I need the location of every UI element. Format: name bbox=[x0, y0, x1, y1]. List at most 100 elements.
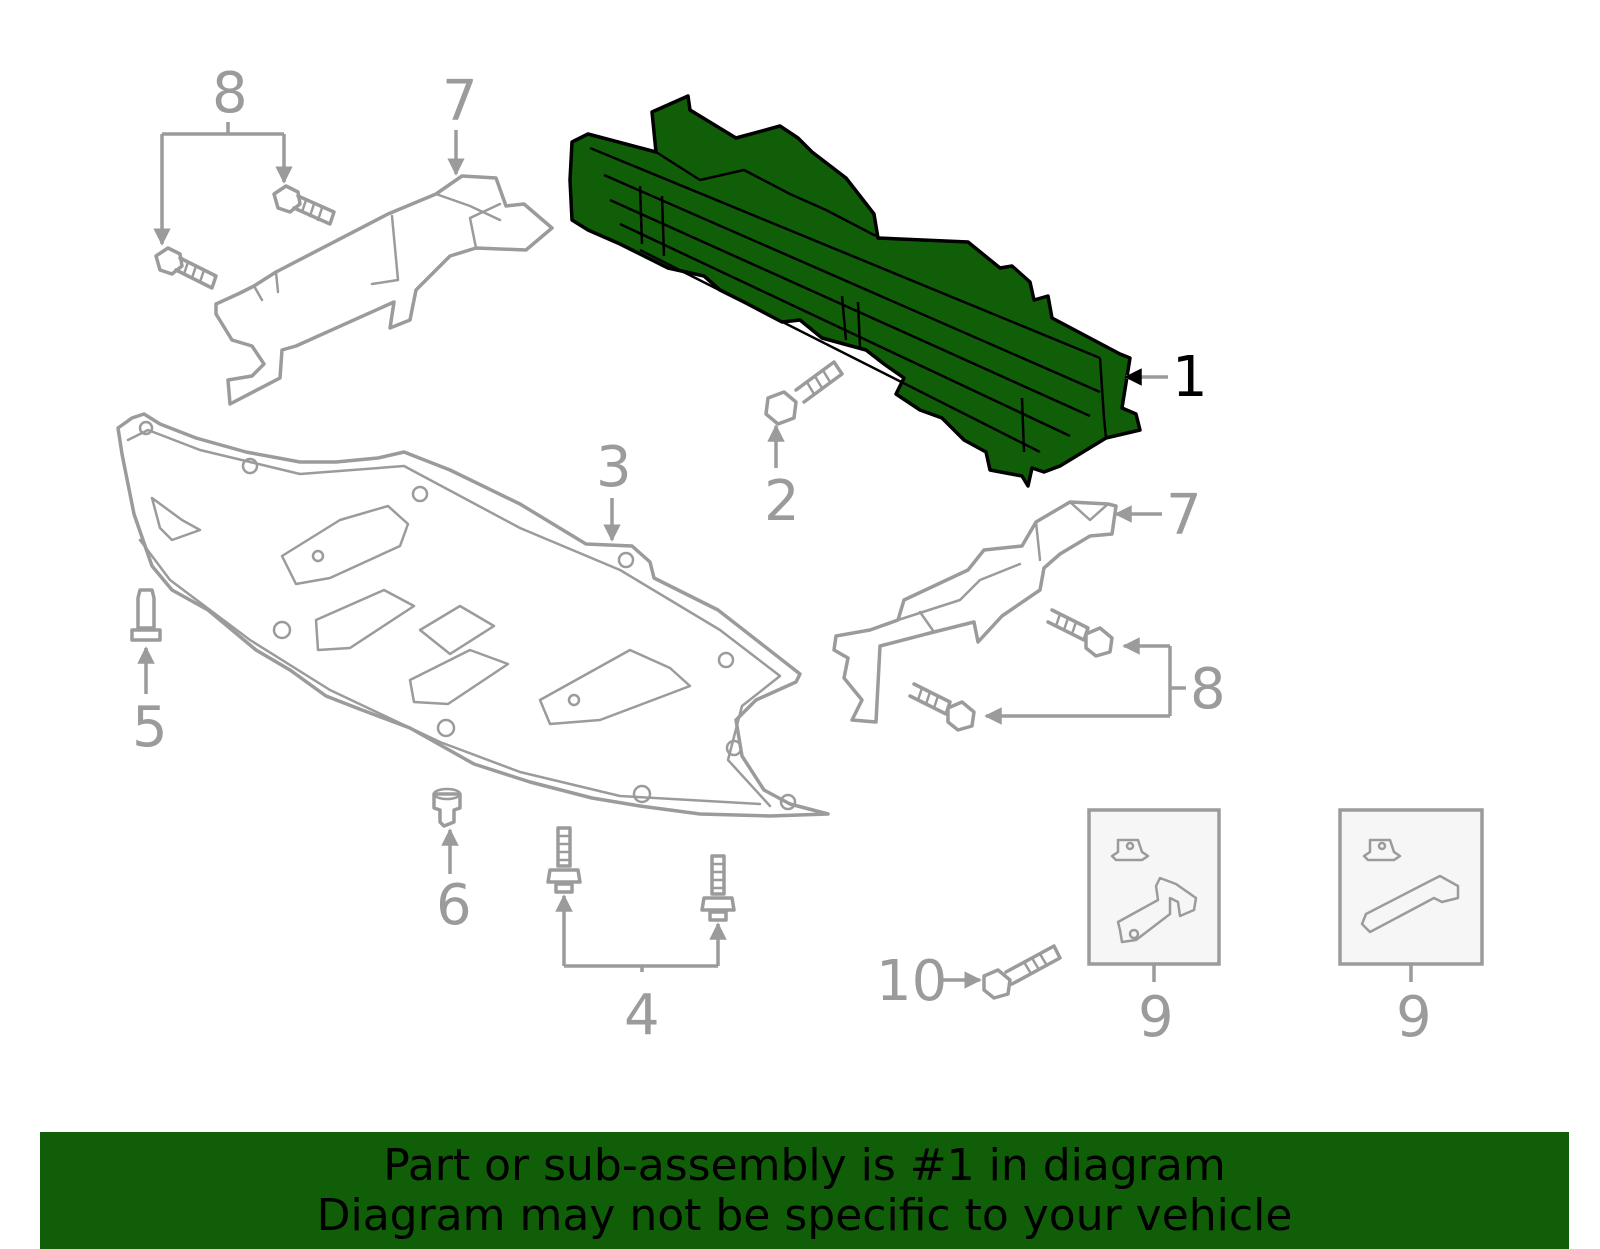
part-1-rib-3 bbox=[840, 295, 848, 341]
bolt-4b-flange bbox=[700, 896, 736, 912]
shield-3-bottom-edge bbox=[138, 538, 762, 806]
part-1-vane-2 bbox=[603, 173, 1101, 394]
part-1-vane-1 bbox=[589, 146, 1101, 360]
part-1-rib-2 bbox=[660, 195, 666, 257]
kit-9-left-nut-hole bbox=[1125, 841, 1135, 851]
stud-5-body bbox=[136, 588, 156, 630]
callout-2: 2 bbox=[764, 469, 800, 534]
bolt-8b-threads bbox=[182, 260, 206, 284]
callout-4: 4 bbox=[624, 983, 660, 1048]
bolt-8a-shank bbox=[292, 194, 336, 226]
part-1-rib-4 bbox=[856, 301, 862, 349]
callout-5: 5 bbox=[132, 695, 168, 760]
bolt-2-head bbox=[764, 390, 798, 426]
kit-box-9-right-frame bbox=[1338, 808, 1484, 966]
leader-lines bbox=[137, 122, 1413, 989]
bolt-part-8-upper-a[interactable] bbox=[272, 184, 336, 226]
shield-3-rib-3 bbox=[408, 648, 510, 706]
bracket-7-lower-outline bbox=[832, 500, 1118, 724]
kit-9-left-bracket bbox=[1116, 876, 1198, 944]
bolt-8d-threads bbox=[916, 686, 940, 710]
bolt-4a-shank bbox=[556, 826, 572, 868]
bolt-part-4-b[interactable] bbox=[700, 854, 736, 922]
kit-box-9-left-frame bbox=[1087, 808, 1221, 966]
bolt-10-head bbox=[982, 968, 1012, 1000]
bolt-4a-flange bbox=[546, 868, 582, 884]
callout-6: 6 bbox=[436, 873, 472, 938]
bolt-4a-head bbox=[554, 882, 574, 894]
clip-6-top bbox=[432, 787, 462, 801]
callout-9-left: 9 bbox=[1138, 985, 1174, 1050]
shield-3-mount-holes bbox=[138, 420, 797, 811]
bolt-8a-head bbox=[272, 184, 302, 214]
bolt-8d-shank bbox=[908, 682, 952, 716]
callout-1: 1 bbox=[1172, 345, 1208, 410]
bracket-part-7-upper[interactable] bbox=[214, 174, 554, 406]
kit-9-right-nut-hole bbox=[1377, 841, 1387, 851]
kit-9-left-nut bbox=[1110, 838, 1150, 862]
bolt-8a-threads bbox=[300, 198, 324, 222]
info-banner: Part or sub-assembly is #1 in diagram Di… bbox=[40, 1132, 1569, 1249]
shield-3-slot bbox=[150, 496, 202, 542]
bolt-part-8-lower-a[interactable] bbox=[1046, 608, 1114, 658]
shield-3-rib-1 bbox=[280, 504, 410, 586]
bolt-part-4-a[interactable] bbox=[546, 826, 582, 894]
part-1-rib-1 bbox=[638, 185, 644, 245]
bolt-10-shank bbox=[1004, 944, 1062, 986]
stud-part-5[interactable] bbox=[130, 588, 162, 642]
bolt-2-threads bbox=[806, 370, 832, 396]
part-1-vane-3 bbox=[609, 198, 1091, 418]
bracket-7-upper-outline bbox=[214, 174, 554, 406]
bolt-8d-head bbox=[946, 700, 976, 732]
highlighted-part-1-air-shutter[interactable] bbox=[568, 94, 1142, 488]
kit-9-left-bracket-hole bbox=[1128, 928, 1140, 940]
bolt-part-8-lower-b[interactable] bbox=[908, 682, 976, 732]
clip-6-body bbox=[432, 792, 462, 828]
bolt-part-10[interactable] bbox=[982, 944, 1062, 1000]
bolt-10-threads bbox=[1022, 952, 1048, 974]
bolt-8c-head bbox=[1084, 626, 1114, 658]
splash-shield-part-3[interactable] bbox=[116, 412, 830, 818]
callout-10: 10 bbox=[876, 949, 947, 1014]
shield-3-inner-edge bbox=[126, 428, 782, 808]
bolt-part-2[interactable] bbox=[764, 360, 844, 426]
bolt-4a-threads bbox=[556, 834, 572, 862]
kit-9-right-nut bbox=[1362, 838, 1402, 862]
bolt-8c-shank bbox=[1046, 608, 1090, 642]
stud-5-flange bbox=[130, 628, 162, 642]
shield-3-rib-5 bbox=[418, 604, 496, 656]
callout-labels: 1 2 3 4 5 6 7 7 8 8 10 9 9 bbox=[132, 61, 1432, 1050]
callout-8-right: 8 bbox=[1190, 657, 1226, 722]
part-1-vane-5 bbox=[639, 248, 1041, 454]
leader-4-bracket bbox=[564, 964, 718, 972]
callout-7-top: 7 bbox=[442, 69, 478, 134]
part-1-rib-5 bbox=[1020, 397, 1026, 453]
bolt-8b-shank bbox=[174, 256, 218, 290]
bracket-7-lower-detail bbox=[896, 500, 1110, 634]
bolt-8b-head bbox=[154, 246, 184, 276]
callout-3: 3 bbox=[596, 435, 632, 500]
clip-part-6[interactable] bbox=[432, 787, 462, 828]
banner-line-1: Part or sub-assembly is #1 in diagram bbox=[383, 1139, 1226, 1191]
callout-7-right: 7 bbox=[1166, 483, 1202, 548]
leader-8-right-bracket bbox=[1168, 646, 1186, 716]
shield-3-rib-2 bbox=[314, 588, 416, 652]
bolt-part-8-upper-b[interactable] bbox=[154, 246, 218, 290]
shield-3-rib-4 bbox=[538, 648, 692, 726]
bolt-4b-threads bbox=[710, 862, 726, 890]
kit-9-right-bracket bbox=[1360, 874, 1460, 934]
callout-9-right: 9 bbox=[1396, 985, 1432, 1050]
bracket-part-7-lower[interactable] bbox=[832, 500, 1118, 724]
bolt-4b-shank bbox=[710, 854, 726, 896]
leader-8-top-bracket bbox=[162, 122, 284, 136]
banner-line-2: Diagram may not be specific to your vehi… bbox=[316, 1189, 1293, 1241]
kit-box-part-9-left[interactable] bbox=[1087, 808, 1221, 966]
bracket-7-upper-detail bbox=[252, 192, 502, 302]
callout-8-top: 8 bbox=[212, 61, 248, 126]
kit-box-part-9-right[interactable] bbox=[1338, 808, 1484, 966]
part-1-top-edge bbox=[655, 150, 877, 238]
bolt-8c-threads bbox=[1054, 612, 1078, 636]
shield-3-outline bbox=[116, 412, 830, 818]
bolt-4b-head bbox=[708, 910, 728, 922]
